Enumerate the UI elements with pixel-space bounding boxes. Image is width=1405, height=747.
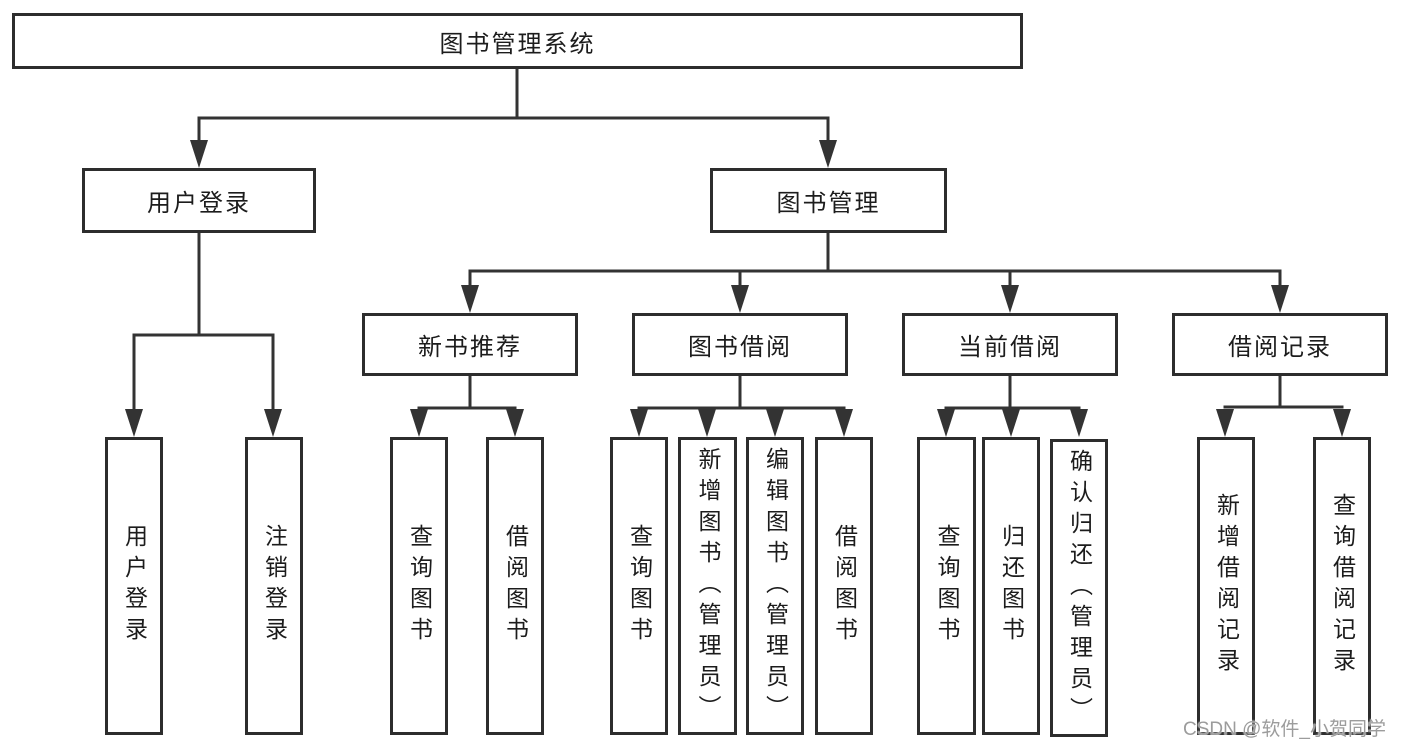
node-label: 新增借阅记录 <box>1213 493 1240 679</box>
node-book-borrowing: 图书借阅 <box>632 313 848 376</box>
leaf-records-query-record: 查询借阅记录 <box>1313 437 1371 735</box>
node-label: 借阅图书 <box>502 524 529 648</box>
node-label: 借阅记录 <box>1228 334 1332 361</box>
node-borrowing-records: 借阅记录 <box>1172 313 1388 376</box>
leaf-borrow-borrow-books: 借阅图书 <box>815 437 873 735</box>
leaf-current-return-books: 归还图书 <box>982 437 1040 735</box>
node-label: 编辑图书（管理员） <box>762 446 789 726</box>
node-library-management-system: 图书管理系统 <box>12 13 1023 69</box>
node-label: 确认归还（管理员） <box>1066 448 1093 728</box>
node-label: 查询图书 <box>934 524 960 648</box>
leaf-borrow-add-books-admin: 新增图书（管理员） <box>678 437 737 735</box>
leaf-recommend-borrow-books: 借阅图书 <box>486 437 544 735</box>
node-current-borrowing: 当前借阅 <box>902 313 1118 376</box>
node-label: 图书管理 <box>776 190 881 217</box>
node-label: 查询图书 <box>406 524 433 648</box>
node-label: 查询图书 <box>626 524 653 648</box>
leaf-borrow-edit-books-admin: 编辑图书（管理员） <box>746 437 804 735</box>
node-label: 新书推荐 <box>418 334 522 361</box>
node-label: 用户登录 <box>121 524 148 648</box>
leaf-borrow-query-books: 查询图书 <box>610 437 668 735</box>
leaf-recommend-query-books: 查询图书 <box>390 437 448 735</box>
leaf-records-add-record: 新增借阅记录 <box>1197 437 1255 735</box>
leaf-current-query-books: 查询图书 <box>917 437 976 735</box>
node-label: 借阅图书 <box>831 524 858 648</box>
node-label: 注销登录 <box>261 524 288 648</box>
node-new-book-recommendation: 新书推荐 <box>362 313 578 376</box>
node-label: 查询借阅记录 <box>1329 493 1356 679</box>
node-book-management: 图书管理 <box>710 168 947 233</box>
node-label: 图书管理系统 <box>439 30 596 58</box>
watermark: CSDN @软件_小贺同学 <box>1183 719 1386 740</box>
node-label: 归还图书 <box>998 524 1025 648</box>
leaf-current-confirm-return-admin: 确认归还（管理员） <box>1050 439 1108 737</box>
leaf-logout: 注销登录 <box>245 437 303 735</box>
node-label: 当前借阅 <box>958 334 1062 361</box>
node-label: 用户登录 <box>147 190 251 217</box>
node-label: 图书借阅 <box>688 334 792 361</box>
leaf-user-login: 用户登录 <box>105 437 163 735</box>
node-user-login: 用户登录 <box>82 168 316 233</box>
node-label: 新增图书（管理员） <box>695 446 721 726</box>
